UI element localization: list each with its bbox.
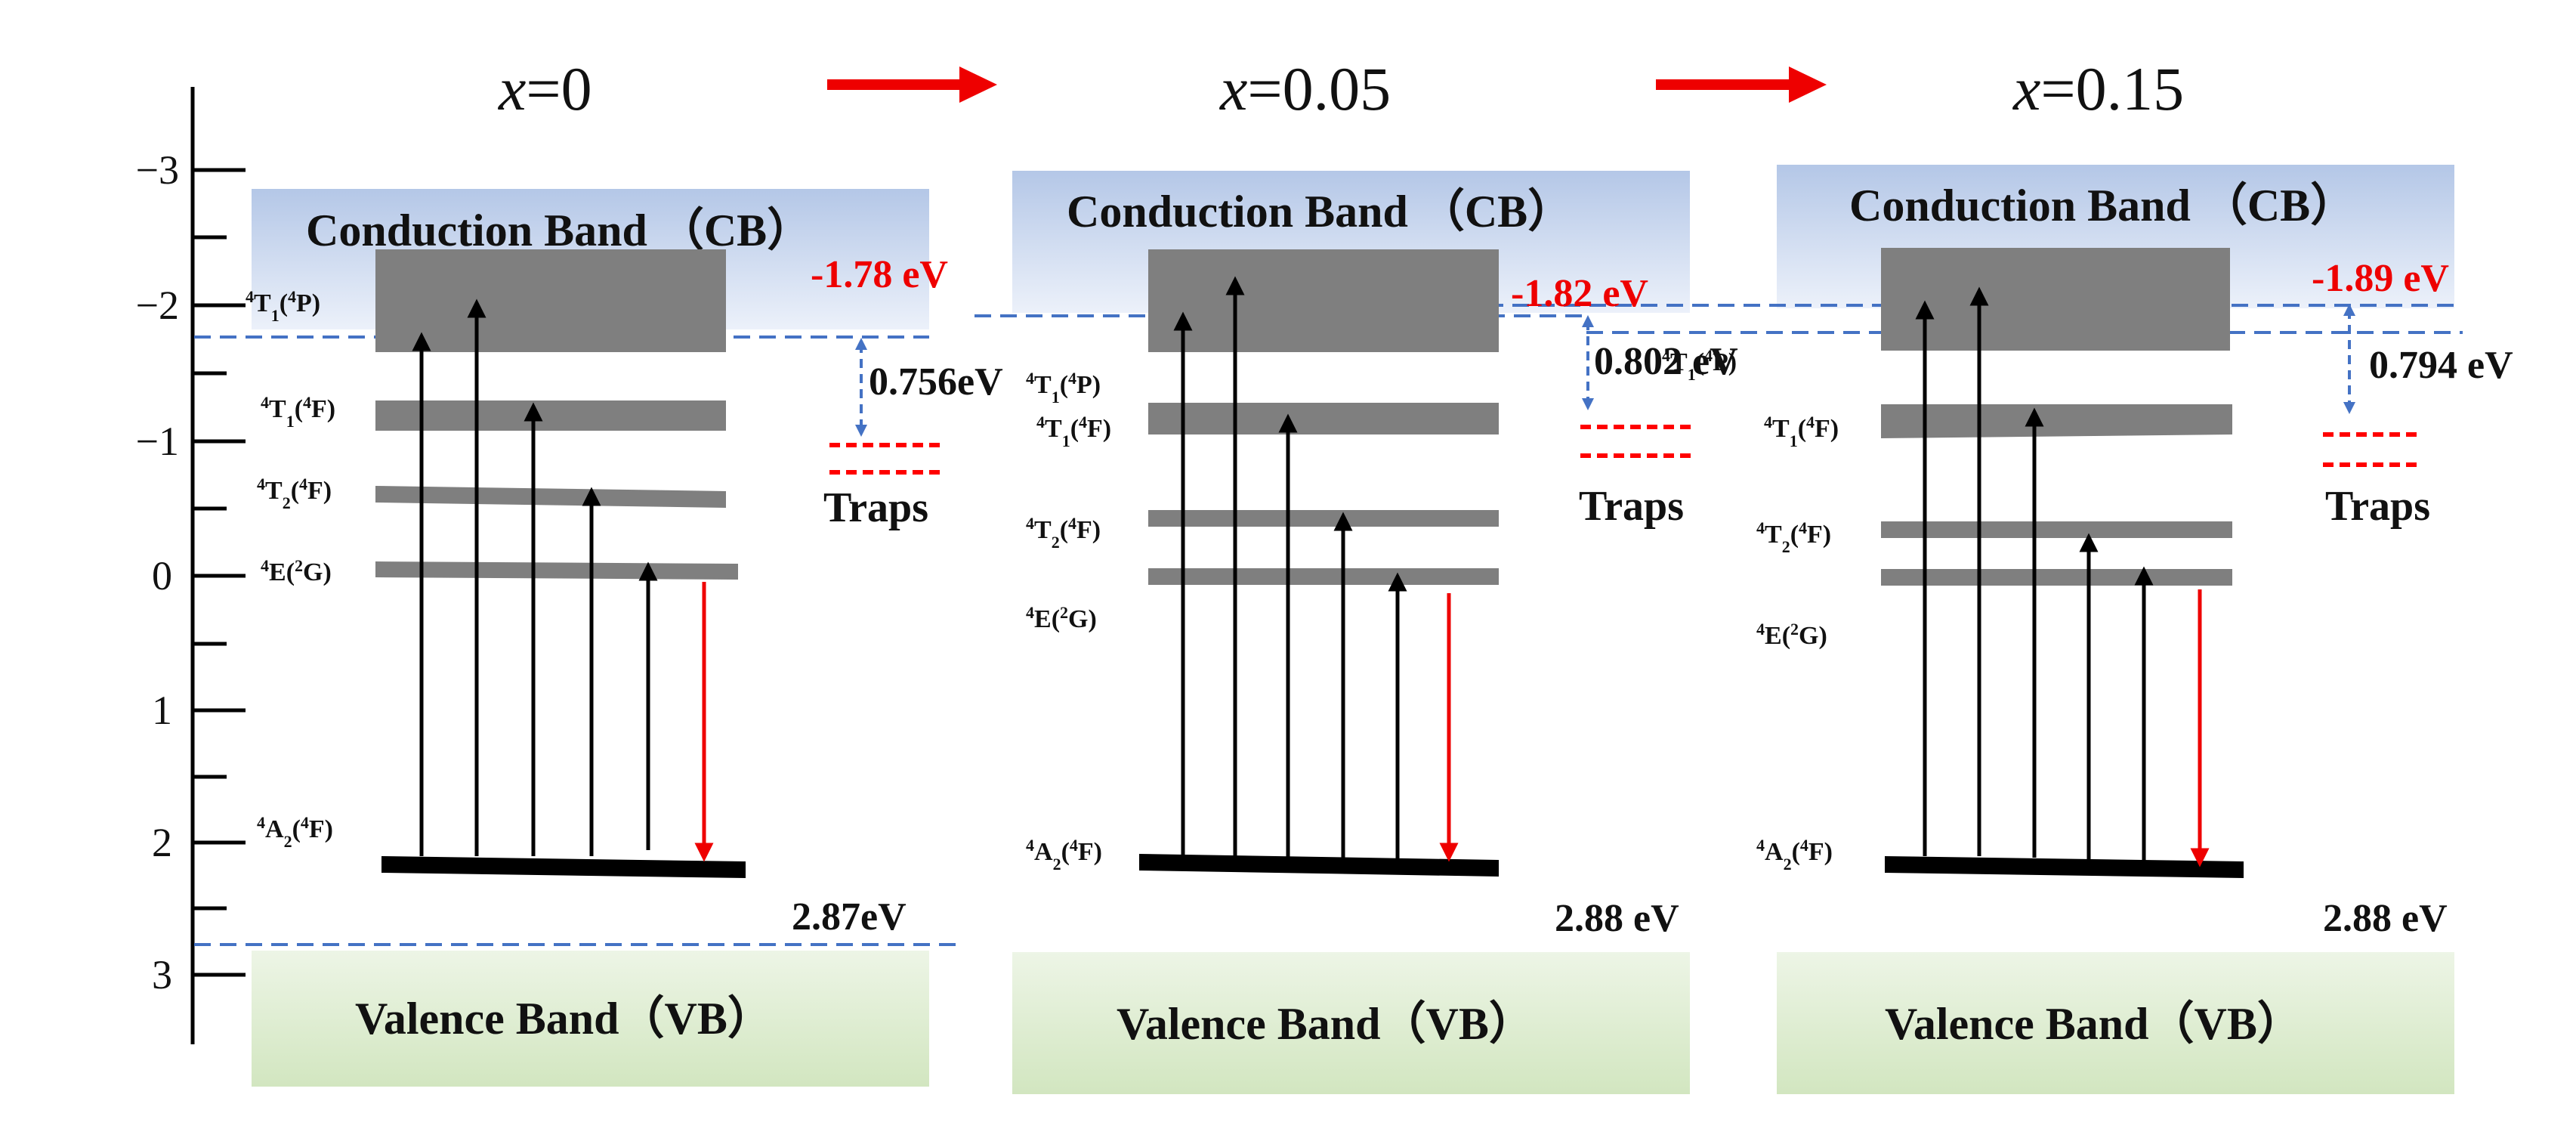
- vb-edge-value-3: 2.88 eV: [2323, 897, 2448, 940]
- level-4A2-4F-3: [1885, 856, 2244, 878]
- valence-band-1: [252, 951, 929, 1087]
- traps-label-3: Traps: [2325, 483, 2430, 530]
- vb-edge-value-2: 2.88 eV: [1555, 897, 1679, 940]
- level-4T1-4F-2: [1148, 403, 1499, 434]
- progression-arrow-2: [1656, 66, 1827, 103]
- vb-label-3: Valence Band（VB）: [1885, 998, 2303, 1049]
- vb-label-1: Valence Band（VB）: [355, 993, 773, 1044]
- trap-depth-value-3: 0.794 eV: [2369, 344, 2513, 387]
- valence-band-3: [1777, 952, 2454, 1094]
- vb-edge-value-1: 2.87eV: [792, 895, 907, 939]
- vb-label-2: Valence Band（VB）: [1117, 998, 1534, 1049]
- cb-edge-value-3: -1.89 eV: [2312, 257, 2449, 300]
- label-4T1-4F-1: 4T1(4F): [261, 393, 335, 431]
- label-4A2-4F-2: 4A2(4F): [1026, 836, 1102, 874]
- label-4T2-4F-3: 4T2(4F): [1756, 518, 1831, 556]
- traps-label-2: Traps: [1579, 483, 1684, 530]
- level-4T2-4F-2: [1148, 510, 1499, 527]
- tick-label-m1: −1: [136, 419, 179, 464]
- panel-x005: Conduction Band （CB） Valence Band（VB） 4T…: [1026, 186, 1738, 1049]
- energy-axis: −3 −2 −1 0 1 2 3: [136, 87, 246, 1044]
- tick-label-2: 2: [152, 820, 172, 865]
- progression-arrow-1: [827, 66, 997, 103]
- level-4E-2G-3: [1881, 569, 2232, 586]
- tick-label-m2: −2: [136, 283, 179, 328]
- level-4E-2G-1: [375, 561, 738, 580]
- tick-label-0: 0: [152, 553, 172, 598]
- cb-edge-value-1: -1.78 eV: [811, 253, 948, 296]
- label-4A2-4F-3: 4A2(4F): [1756, 836, 1833, 874]
- level-4T1-4P-2: [1148, 249, 1499, 352]
- cb-edge-value-2: -1.82 eV: [1511, 272, 1648, 315]
- label-4T2-4F-1: 4T2(4F): [257, 475, 332, 512]
- panel-title-2: x=0.05: [1219, 54, 1391, 123]
- level-4T2-4F-3: [1881, 521, 2232, 538]
- label-4T1-4P-1: 4T1(4P): [246, 287, 320, 325]
- panel-title-3: x=0.15: [2012, 54, 2184, 123]
- panel-title-1: x=0: [498, 54, 592, 123]
- cb-label-1: Conduction Band （CB）: [306, 205, 812, 255]
- label-4T1-4F-2: 4T1(4F): [1036, 413, 1111, 450]
- panel-x0: Conduction Band （CB） Valence Band（VB） 4T…: [246, 205, 1003, 1044]
- label-4T2-4F-2: 4T2(4F): [1026, 514, 1101, 552]
- cb-label-2: Conduction Band （CB）: [1067, 186, 1573, 237]
- level-4A2-4F-2: [1139, 854, 1499, 877]
- tick-label-3: 3: [152, 952, 172, 997]
- level-4A2-4F-1: [381, 856, 746, 878]
- traps-label-1: Traps: [823, 484, 928, 531]
- label-4E-2G-2: 4E(2G): [1026, 603, 1097, 634]
- trap-depth-value-1: 0.756eV: [869, 360, 1003, 404]
- label-4E-2G-3: 4E(2G): [1756, 620, 1827, 651]
- label-4A2-4F-1: 4A2(4F): [257, 813, 333, 851]
- cb-label-3: Conduction Band （CB）: [1849, 180, 2355, 230]
- level-4T1-4F-3: [1881, 404, 2232, 438]
- tick-label-m3: −3: [136, 147, 179, 193]
- label-4T1-4P-3: 4T1(4P): [1662, 346, 1737, 384]
- level-4T2-4F-1: [375, 486, 726, 508]
- valence-band-2: [1012, 952, 1690, 1094]
- label-4E-2G-1: 4E(2G): [261, 556, 332, 587]
- level-4T1-4P-1: [375, 249, 726, 352]
- label-4T1-4P-2: 4T1(4P): [1026, 369, 1101, 407]
- label-4T1-4F-3: 4T1(4F): [1764, 413, 1839, 450]
- panel-x015: Conduction Band （CB） Valence Band（VB） 4T…: [1662, 180, 2513, 1049]
- level-4T1-4P-3: [1881, 248, 2230, 351]
- tick-label-1: 1: [152, 688, 172, 733]
- trap-depth-value-2: 0.802 eV: [1594, 340, 1738, 383]
- level-4T1-4F-1: [375, 400, 726, 431]
- level-4E-2G-2: [1148, 568, 1499, 585]
